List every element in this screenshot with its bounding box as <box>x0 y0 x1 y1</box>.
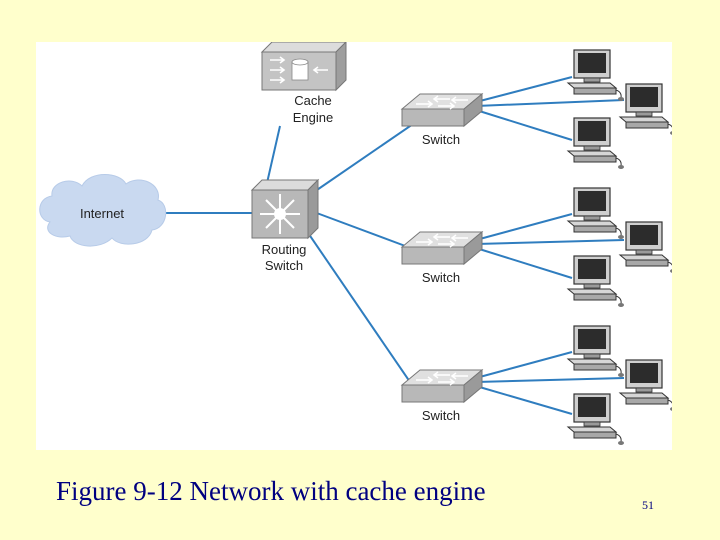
link-switch2-pc3 <box>475 247 573 279</box>
link-routing-switch-1 <box>313 121 417 193</box>
switch-icon <box>401 93 483 127</box>
page-number: 51 <box>642 498 654 512</box>
switch-3-label: Switch <box>422 408 460 423</box>
link-routing-switch-3 <box>303 226 411 383</box>
computer-icon <box>567 49 625 102</box>
switch-1-label: Switch <box>422 132 460 147</box>
link-switch2-pc2 <box>475 239 625 245</box>
internet-label: Internet <box>80 206 124 221</box>
switch-icon <box>401 369 483 403</box>
switch-icon <box>401 231 483 265</box>
computer-icon <box>619 221 672 274</box>
cloud-icon <box>39 174 167 247</box>
computer-icon <box>567 255 625 308</box>
link-switch1-pc3 <box>475 109 573 141</box>
link-switch3-pc3 <box>475 385 573 415</box>
routing-switch-icon <box>250 178 320 240</box>
routing-switch-label-line1: Routing <box>262 242 307 257</box>
link-switch1-pc2 <box>475 99 625 107</box>
cache-engine-icon <box>260 42 347 92</box>
computer-icon <box>619 83 672 136</box>
computer-icon <box>567 393 625 446</box>
link-routing-switch-2 <box>313 211 417 251</box>
link-routing-cache <box>266 125 281 184</box>
figure-panel: Internet Cache Engine <box>36 42 672 450</box>
network-diagram: Internet Cache Engine <box>39 42 672 446</box>
link-switch3-pc1 <box>475 351 573 379</box>
figure-caption: Figure 9-12 Network with cache engine <box>56 476 486 506</box>
cache-engine-label-line2: Engine <box>293 110 333 125</box>
link-switch3-pc2 <box>475 377 625 383</box>
computer-icon <box>567 187 625 240</box>
link-switch1-pc1 <box>475 76 573 103</box>
switch-2-label: Switch <box>422 270 460 285</box>
computer-icon <box>619 359 672 412</box>
links <box>160 76 625 415</box>
computer-icon <box>567 325 625 378</box>
routing-switch-label-line2: Switch <box>265 258 303 273</box>
link-switch2-pc1 <box>475 213 573 241</box>
cache-engine-label-line1: Cache <box>294 93 332 108</box>
computer-icon <box>567 117 625 170</box>
